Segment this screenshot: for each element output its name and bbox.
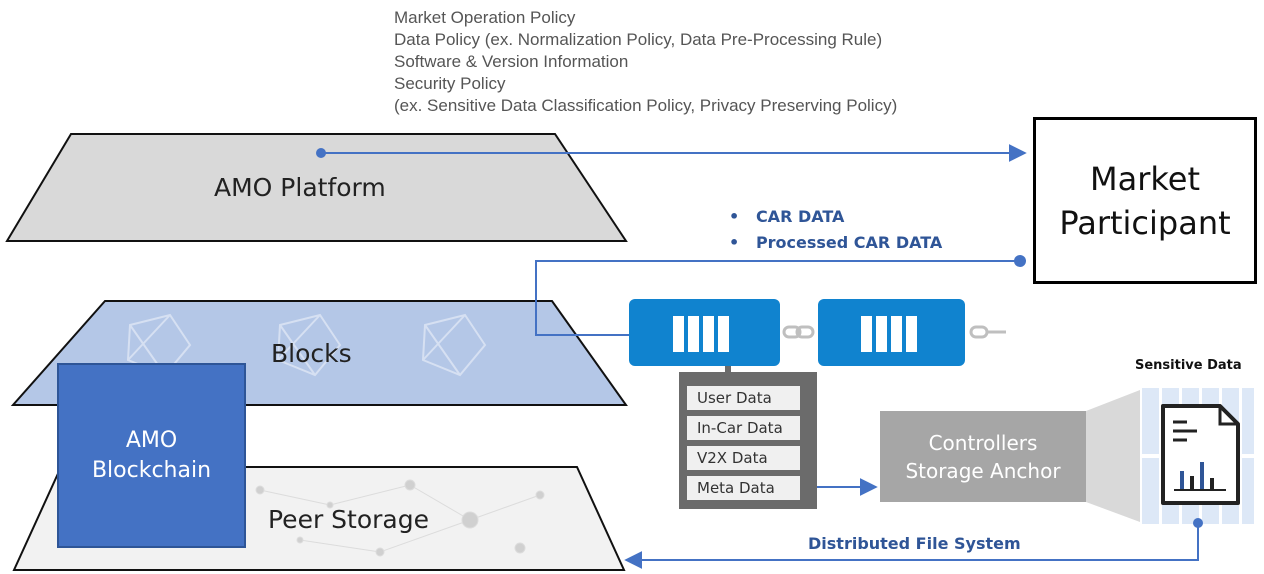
policy-arrow-dot xyxy=(316,148,326,158)
car-data-item: • Processed CAR DATA xyxy=(729,233,943,252)
market-participant-line: Participant xyxy=(1059,203,1231,242)
dfs-arrow xyxy=(624,523,1199,569)
blocks-label: Blocks xyxy=(271,339,352,368)
amo-blockchain-box: AMO Blockchain xyxy=(57,363,246,548)
market-participant-line: Market xyxy=(1090,159,1200,198)
car-data-item: • CAR DATA xyxy=(729,207,845,226)
dfs-dot xyxy=(1193,518,1203,528)
controllers-line: Storage Anchor xyxy=(905,458,1061,483)
amo-platform-label: AMO Platform xyxy=(214,173,386,202)
controllers-line: Controllers xyxy=(928,430,1038,455)
distributed-file-system-label: Distributed File System xyxy=(808,534,1021,553)
document-chart-icon xyxy=(1161,404,1240,505)
policy-line: Software & Version Information xyxy=(394,52,629,71)
chain-link-icon xyxy=(782,325,1006,339)
policy-line: Data Policy (ex. Normalization Policy, D… xyxy=(394,30,883,49)
policy-list: Market Operation Policy Data Policy (ex.… xyxy=(394,7,897,117)
meta-data-panel: User Data In-Car Data V2X Data Meta Data xyxy=(679,372,817,509)
car-data-dot xyxy=(1014,255,1026,267)
amo-blockchain-line: AMO xyxy=(125,427,178,453)
block-2-bars xyxy=(861,316,917,352)
meta-item-user-data: User Data xyxy=(687,386,800,410)
meta-item-in-car-data: In-Car Data xyxy=(687,416,800,440)
policy-line: Security Policy xyxy=(394,74,506,93)
network-texture xyxy=(255,479,545,557)
amo-platform-layer xyxy=(5,133,628,242)
market-participant-box: Market Participant xyxy=(1033,117,1257,284)
car-data-connector xyxy=(535,260,1020,344)
policy-line: (ex. Sensitive Data Classification Polic… xyxy=(394,96,898,115)
anchor-beam xyxy=(1086,390,1140,522)
controllers-storage-anchor-box: Controllers Storage Anchor xyxy=(880,411,1086,502)
amo-blockchain-line: Blockchain xyxy=(91,457,212,483)
car-data-list: • CAR DATA • Processed CAR DATA xyxy=(729,204,942,256)
sensitive-data-label: Sensitive Data xyxy=(1135,358,1242,373)
policy-line: Market Operation Policy xyxy=(394,8,576,27)
meta-item-v2x-data: V2X Data xyxy=(687,446,800,470)
peer-storage-label: Peer Storage xyxy=(268,505,429,534)
meta-item-meta-data: Meta Data xyxy=(687,476,800,500)
block-1-bars xyxy=(673,316,729,352)
